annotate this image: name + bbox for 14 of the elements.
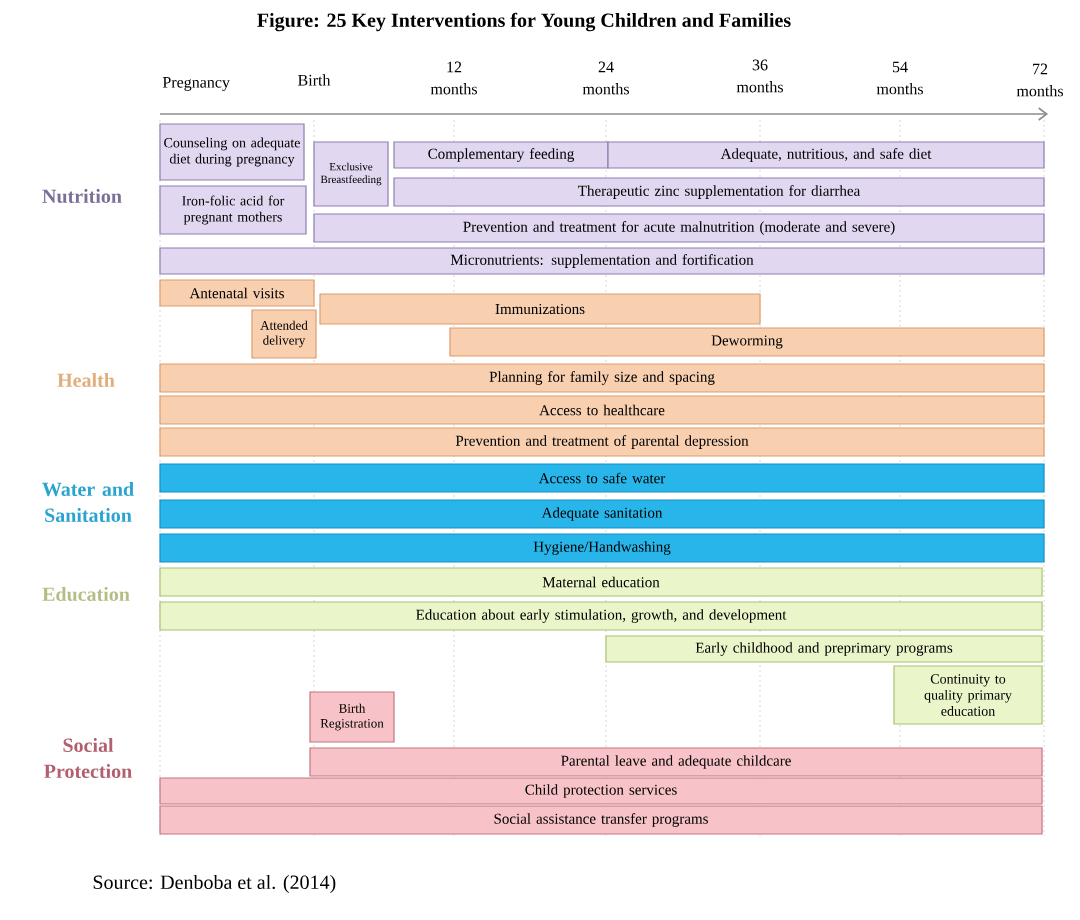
time-label: 36 months: [736, 59, 783, 93]
time-label: 72 months: [1016, 63, 1063, 97]
source-caption: Source: Denboba et al. (2014): [93, 874, 336, 894]
category-label: Nutrition: [42, 188, 122, 204]
time-label: 24 months: [582, 61, 629, 95]
category-label: Social Protection: [44, 737, 132, 779]
category-label: Education: [42, 586, 130, 602]
time-label: 54 months: [876, 61, 923, 95]
category-label: Health: [57, 372, 115, 388]
category-label: Water and Sanitation: [42, 481, 134, 523]
time-label: Birth: [298, 74, 331, 86]
figure-title: Figure: 25 Key Interventions for Young Children and Families: [257, 12, 791, 32]
time-label: Pregnancy: [162, 77, 230, 91]
time-label: 12 months: [430, 61, 477, 95]
